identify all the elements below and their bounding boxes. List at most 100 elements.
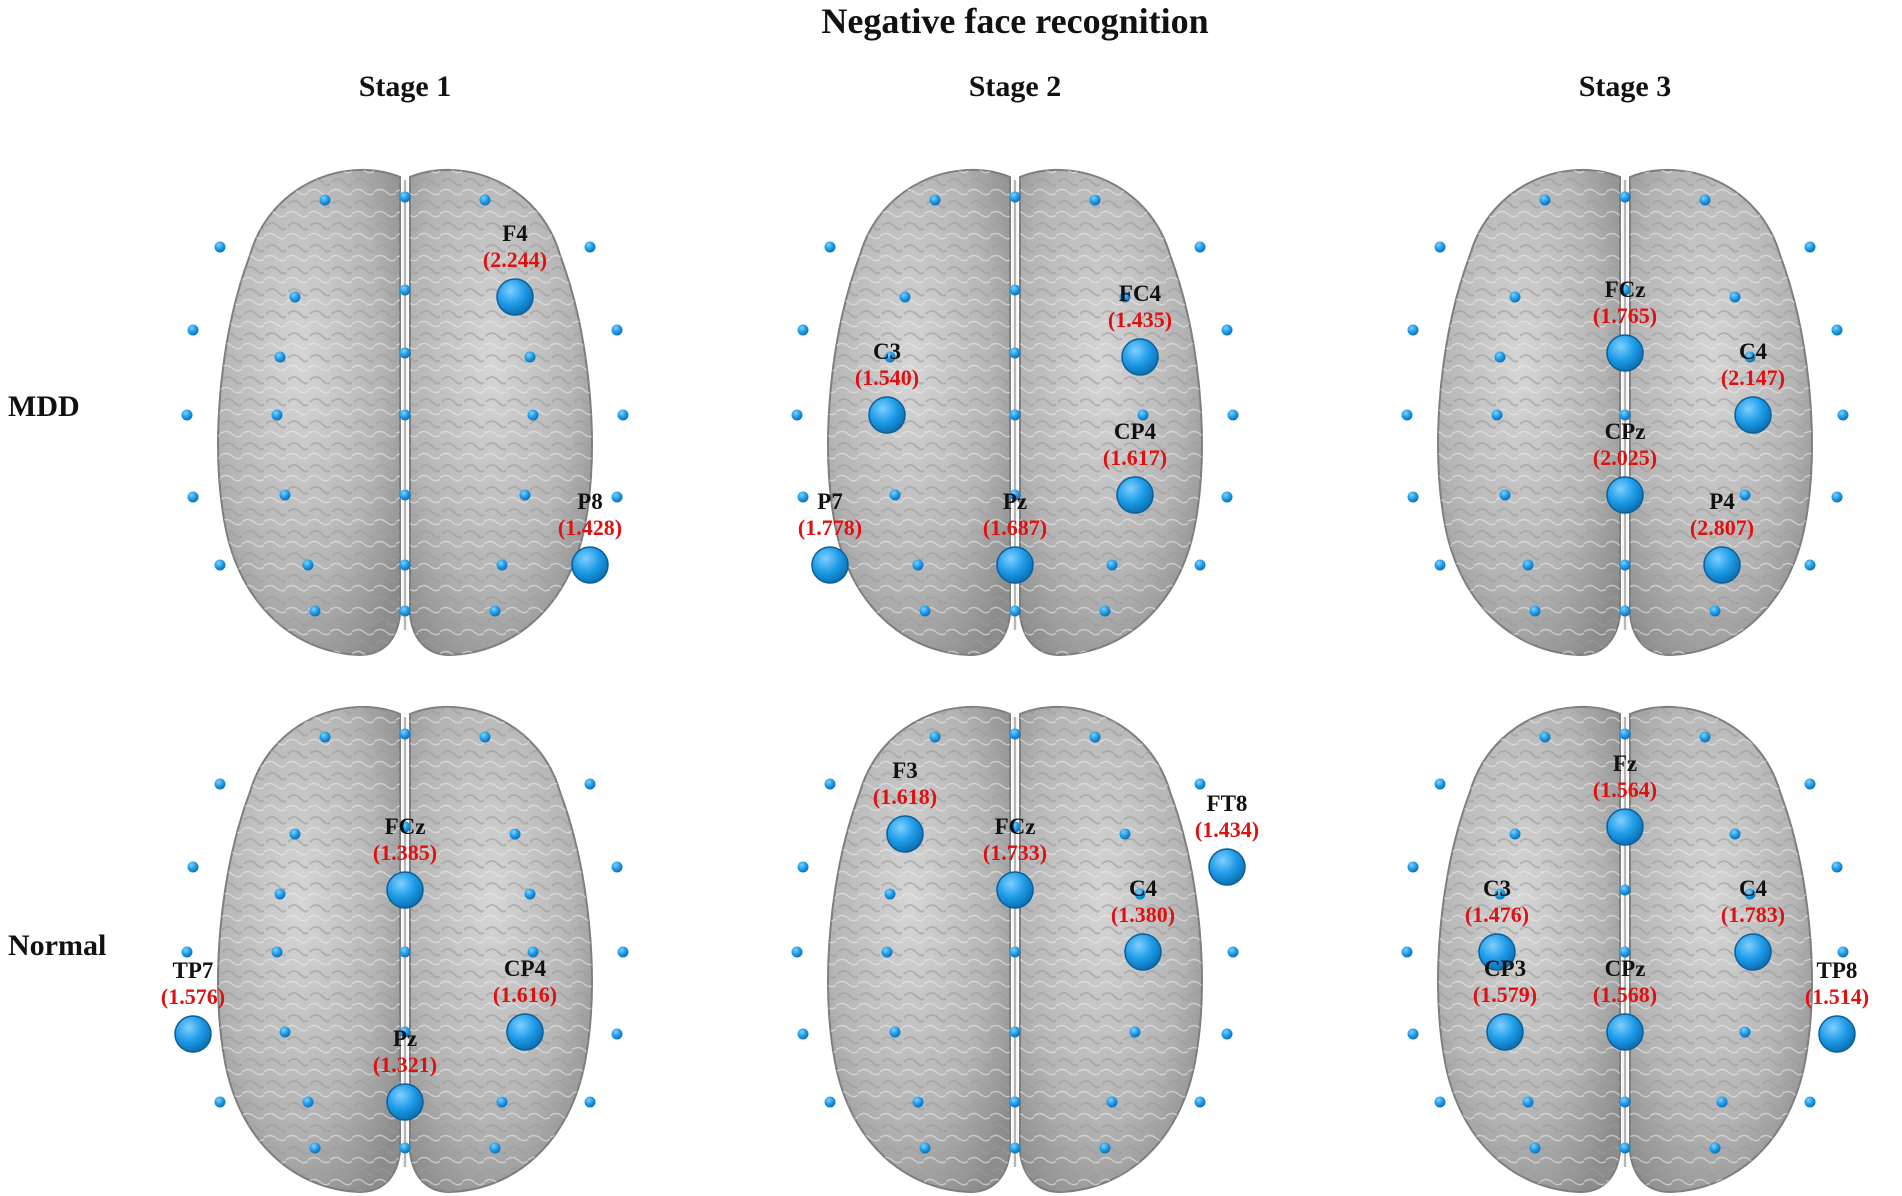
electrode-value: (1.733)	[983, 840, 1047, 865]
electrode-label: CP4	[504, 956, 547, 981]
brain-panel: Fz(1.564)C3(1.476)C4(1.783)CP3(1.579)CPz…	[1401, 705, 1869, 1194]
electrode-dot	[584, 778, 596, 790]
electrode-value: (1.778)	[798, 515, 862, 540]
electrode-dot	[1407, 491, 1419, 503]
electrode-dot	[1509, 828, 1521, 840]
electrode-dot	[524, 888, 536, 900]
electrode-dot	[1009, 821, 1021, 833]
electrode-dot	[1106, 559, 1118, 571]
electrode-dot	[187, 861, 199, 873]
electrode-dot	[1434, 559, 1446, 571]
electrode-dot	[399, 821, 411, 833]
brain-image	[827, 168, 1203, 657]
highlighted-electrode	[174, 1015, 212, 1053]
highlighted-electrode	[811, 546, 849, 584]
electrode-dot	[1089, 731, 1101, 743]
electrode-dot	[214, 1096, 226, 1108]
electrode-dot	[1009, 946, 1021, 958]
electrode-dot	[527, 409, 539, 421]
electrode-dot	[1134, 888, 1146, 900]
electrode-value: (1.579)	[1473, 982, 1537, 1007]
electrode-value: (1.765)	[1593, 303, 1657, 328]
electrode-dot	[1434, 1096, 1446, 1108]
electrode-dot	[611, 491, 623, 503]
electrode-dot	[1434, 241, 1446, 253]
highlighted-electrode	[1606, 808, 1644, 846]
electrode-dot	[1401, 409, 1413, 421]
electrode-dot	[289, 291, 301, 303]
electrode-dot	[929, 731, 941, 743]
highlighted-electrode	[1116, 476, 1154, 514]
electrode-dot	[929, 194, 941, 206]
electrode-dot	[399, 284, 411, 296]
electrode-dot	[271, 946, 283, 958]
electrode-dot	[1137, 409, 1149, 421]
highlighted-electrode	[1606, 334, 1644, 372]
brain-image	[1437, 705, 1813, 1194]
brain-image	[217, 705, 593, 1194]
electrode-dot	[1434, 778, 1446, 790]
electrode-label: C3	[1483, 876, 1511, 901]
electrode-dot	[1494, 888, 1506, 900]
electrode-value: (1.514)	[1805, 984, 1869, 1009]
electrode-label: Fz	[1613, 751, 1637, 776]
highlighted-electrode	[1703, 546, 1741, 584]
electrode-label: Pz	[393, 1026, 417, 1051]
electrode-dot	[1106, 1096, 1118, 1108]
electrode-dot	[1709, 605, 1721, 617]
highlighted-electrode	[996, 871, 1034, 909]
electrode-dot	[1831, 491, 1843, 503]
highlighted-electrode	[1606, 476, 1644, 514]
electrode-dot	[1099, 605, 1111, 617]
electrode-value: (2.244)	[483, 247, 547, 272]
electrode-label: P7	[817, 489, 843, 514]
electrode-value: (1.476)	[1465, 902, 1529, 927]
electrode-dot	[797, 324, 809, 336]
electrode-dot	[919, 1142, 931, 1154]
electrode-dot	[791, 409, 803, 421]
electrode-dot	[274, 888, 286, 900]
electrode-label: C3	[873, 339, 901, 364]
brain-image	[217, 168, 593, 657]
highlighted-electrode	[868, 396, 906, 434]
electrode-dot	[496, 1096, 508, 1108]
electrode-label: P8	[577, 489, 603, 514]
electrode-value: (1.617)	[1103, 445, 1167, 470]
electrode-dot	[399, 559, 411, 571]
electrode-value: (1.540)	[855, 365, 919, 390]
electrode-dot	[1221, 324, 1233, 336]
electrode-value: (1.576)	[161, 984, 225, 1009]
highlighted-electrode	[996, 546, 1034, 584]
electrode-dot	[611, 1028, 623, 1040]
electrode-dot	[496, 559, 508, 571]
electrode-value: (1.435)	[1108, 307, 1172, 332]
electrode-dot	[1194, 559, 1206, 571]
highlighted-electrode	[1478, 933, 1516, 971]
electrode-dot	[1194, 241, 1206, 253]
electrode-dot	[214, 778, 226, 790]
column-label-stage-2: Stage 2	[969, 70, 1062, 103]
electrode-label: CPz	[1605, 419, 1646, 444]
highlighted-electrode	[506, 1013, 544, 1051]
electrode-label: FT8	[1207, 791, 1248, 816]
electrode-dot	[1194, 1096, 1206, 1108]
electrode-label: CP4	[1114, 419, 1157, 444]
electrode-dot	[1804, 241, 1816, 253]
electrode-dot	[1009, 1026, 1021, 1038]
electrode-dot	[1831, 324, 1843, 336]
electrode-dot	[1619, 728, 1631, 740]
row-label-normal: Normal	[8, 929, 106, 962]
electrode-dot	[1499, 489, 1511, 501]
electrode-dot	[1744, 888, 1756, 900]
electrode-dot	[319, 731, 331, 743]
electrode-dot	[1619, 1142, 1631, 1154]
electrode-value: (1.783)	[1721, 902, 1785, 927]
electrode-dot	[309, 1142, 321, 1154]
electrode-dot	[1831, 861, 1843, 873]
electrode-value: (1.428)	[558, 515, 622, 540]
electrode-label: FC4	[1119, 281, 1162, 306]
electrode-dot	[399, 1026, 411, 1038]
electrode-dot	[1716, 1096, 1728, 1108]
electrode-dot	[797, 491, 809, 503]
